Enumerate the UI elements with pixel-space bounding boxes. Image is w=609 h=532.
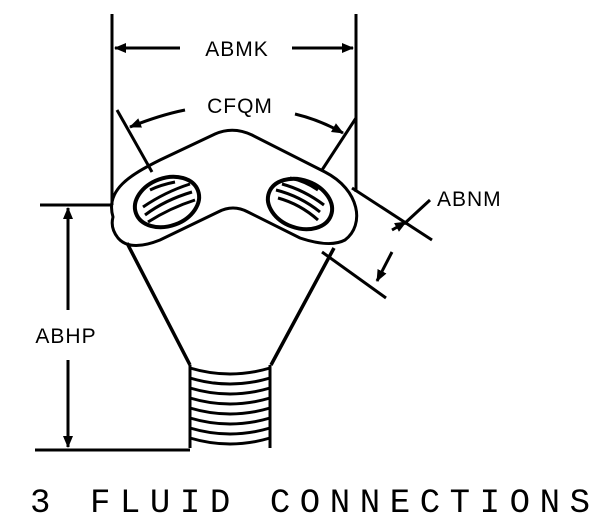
flange-outline xyxy=(110,128,359,247)
threaded-stem xyxy=(188,365,272,448)
abhp-label: ABHP xyxy=(35,325,96,348)
cfqm-label: CFQM xyxy=(207,95,273,118)
right-port xyxy=(265,176,335,232)
caption: 3 FLUID CONNECTIONS xyxy=(30,485,590,523)
abnm-dimension xyxy=(321,186,433,300)
cfqm-dimension xyxy=(115,108,358,173)
left-port xyxy=(132,174,202,230)
abhp-dimension xyxy=(35,203,190,452)
abmk-dimension xyxy=(110,14,358,205)
body-cone xyxy=(125,242,336,366)
abnm-label: ABNM xyxy=(437,188,502,211)
abmk-label: ABMK xyxy=(205,38,269,61)
